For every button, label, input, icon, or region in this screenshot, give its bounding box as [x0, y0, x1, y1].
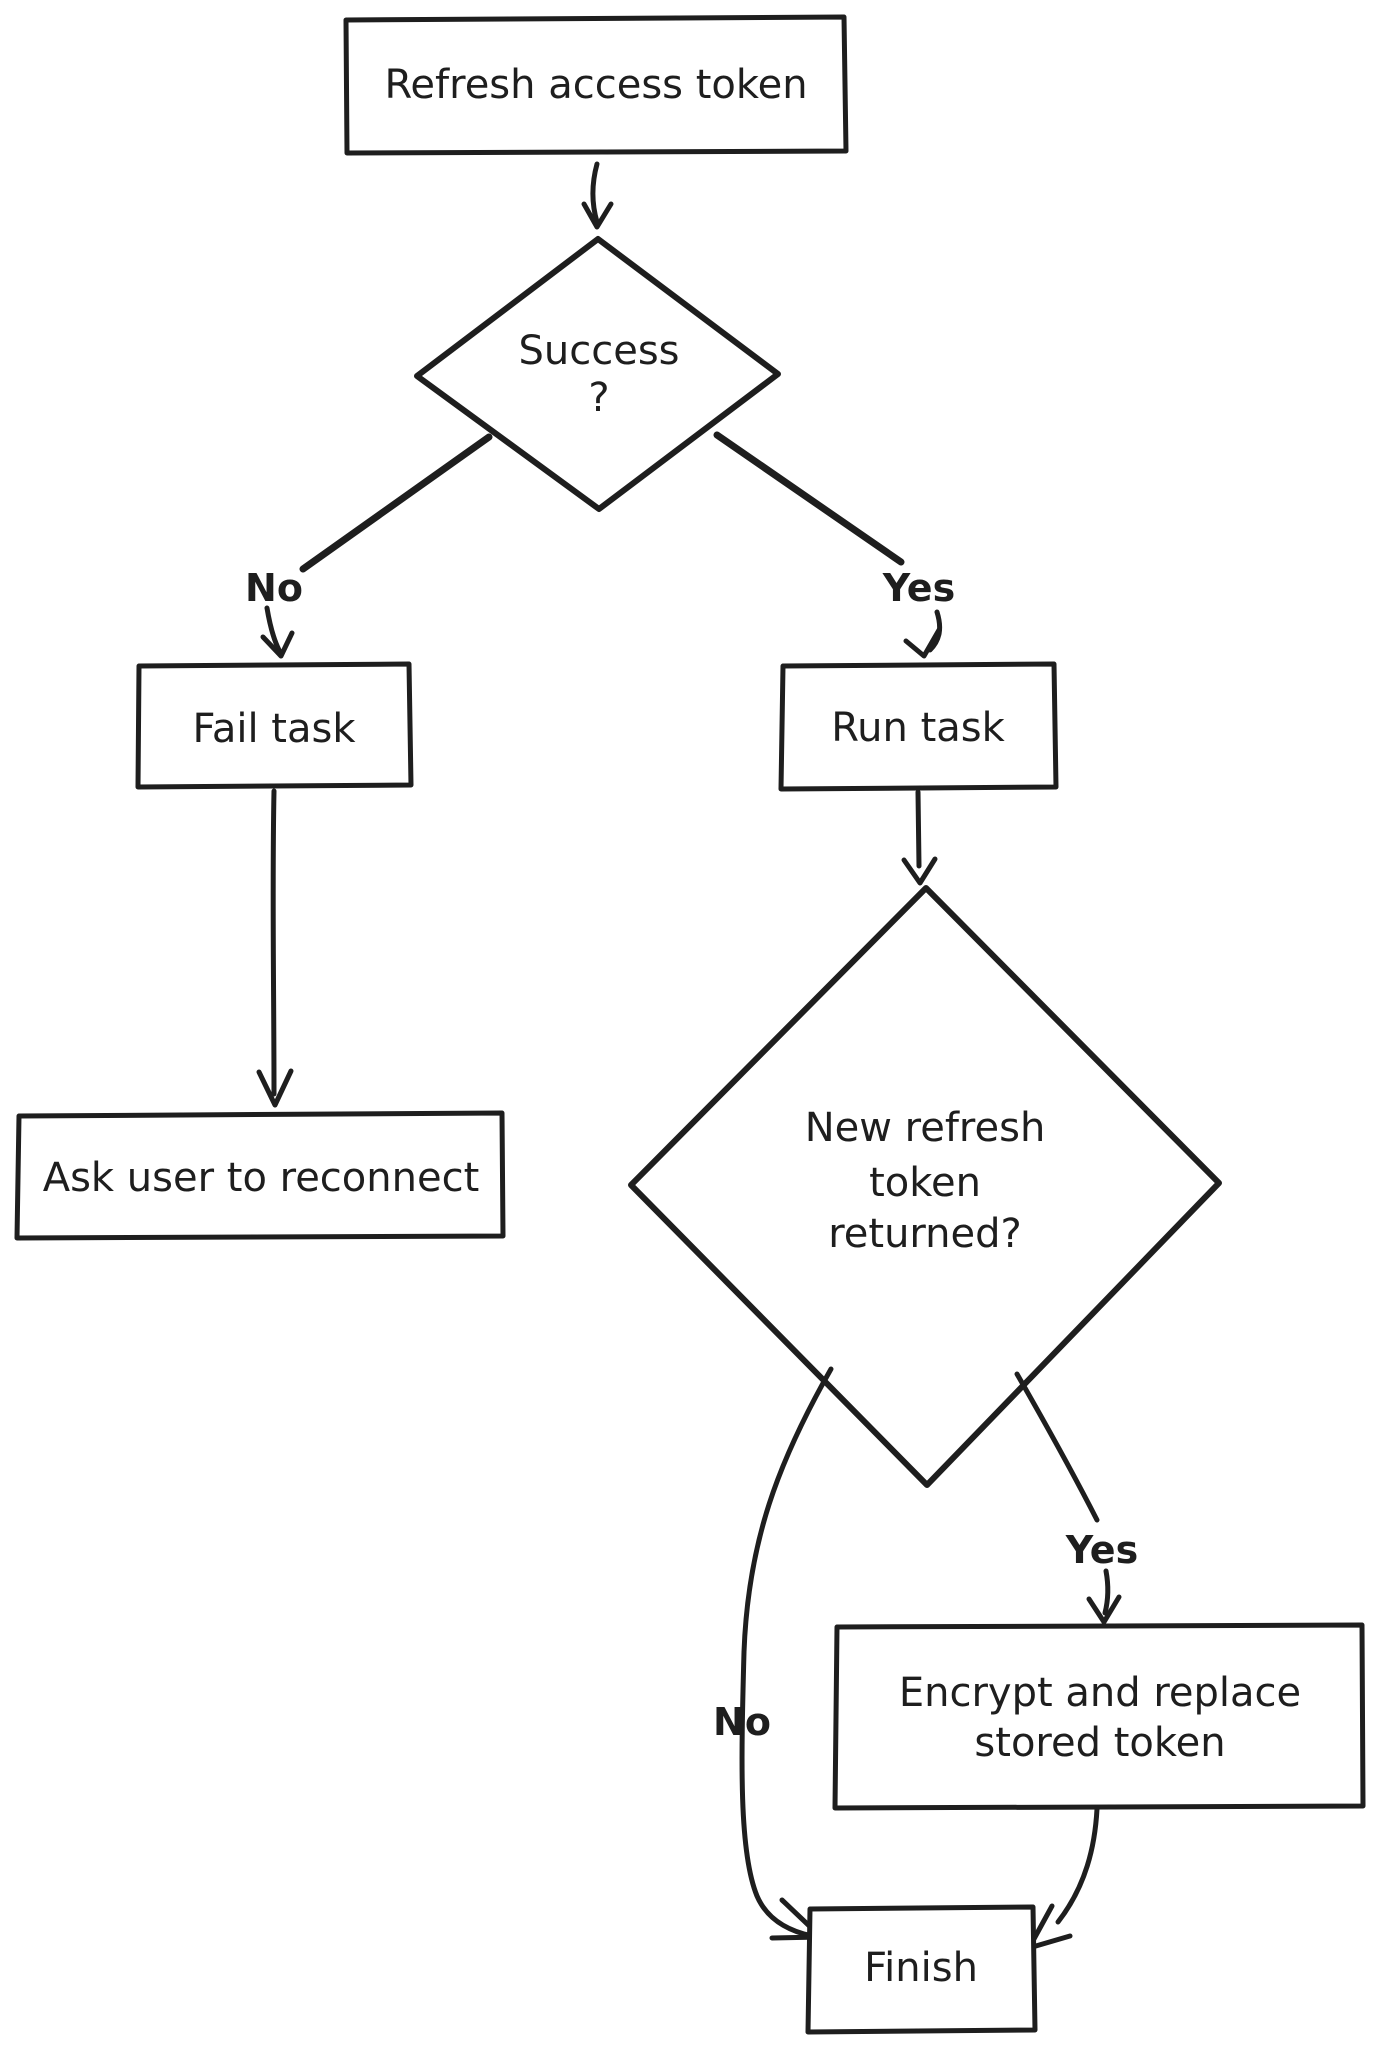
node-finish: Finish	[805, 1904, 1038, 2035]
edge-line	[739, 1366, 834, 1939]
node-success-label-line1: Success	[518, 328, 679, 374]
edge-label-yes-1: Yes	[882, 566, 955, 610]
node-refresh-token: Refresh access token	[343, 14, 849, 156]
node-new-token-diamond	[628, 885, 1222, 1488]
node-fail-task-box	[135, 661, 414, 790]
node-run-task: Run task	[778, 661, 1059, 792]
node-new-token-label-line3: returned?	[828, 1211, 1022, 1257]
node-ask-user-reconnect: Ask user to reconnect	[14, 1110, 506, 1241]
node-run-task-label: Run task	[831, 705, 1005, 751]
node-finish-label: Finish	[864, 1945, 978, 1991]
node-success-label-line2: ?	[588, 375, 609, 421]
node-new-token-label-line1: New refresh	[805, 1105, 1046, 1151]
node-refresh-token-label: Refresh access token	[384, 62, 807, 108]
edge-line	[299, 433, 493, 573]
edge-label-yes-2: Yes	[1065, 1528, 1138, 1572]
node-success-diamond	[414, 236, 781, 512]
edge-fail-to-reconnect	[256, 788, 294, 1108]
arrowhead-icon	[1086, 1594, 1122, 1625]
edge-run-to-new-token	[901, 789, 938, 886]
node-fail-task: Fail task	[135, 661, 414, 790]
edge-line	[915, 789, 922, 869]
node-fail-task-label: Fail task	[193, 706, 357, 752]
node-encrypt-token-label-line1: Encrypt and replace	[899, 1670, 1301, 1716]
node-encrypt-token-label-line2: stored token	[974, 1720, 1225, 1766]
node-new-token-decision: New refresh token returned?	[628, 885, 1222, 1488]
edge-line	[270, 788, 277, 1097]
node-finish-box	[805, 1904, 1038, 2035]
node-ask-user-reconnect-label: Ask user to reconnect	[43, 1155, 480, 1201]
arrowhead-icon	[901, 856, 938, 886]
edge-success-to-run: Yes	[713, 431, 955, 659]
edge-new-token-to-finish: No	[713, 1366, 834, 1941]
edge-label-no-1: No	[245, 566, 303, 610]
node-refresh-token-box	[343, 14, 849, 156]
edge-encrypt-to-finish	[1026, 1806, 1100, 1951]
arrowhead-icon	[256, 1068, 294, 1108]
edge-label-no-2: No	[713, 1700, 771, 1744]
edge-line-tail	[1102, 1568, 1111, 1616]
edge-line	[1055, 1806, 1100, 1925]
node-new-token-label-line2: token	[869, 1160, 981, 1206]
edge-line	[713, 431, 905, 566]
edge-success-to-fail: No	[245, 433, 493, 659]
node-encrypt-token: Encrypt and replace stored token	[832, 1622, 1366, 1811]
node-success-decision: Success ?	[414, 236, 781, 512]
edge-line-tail	[264, 605, 282, 653]
edge-new-token-to-encrypt: Yes	[1014, 1371, 1138, 1625]
node-run-task-box	[778, 661, 1059, 792]
arrowhead-icon	[903, 627, 942, 659]
edge-line	[1014, 1371, 1100, 1523]
arrowhead-icon	[260, 630, 295, 659]
edge-refresh-to-success	[581, 161, 614, 230]
arrowhead-icon	[581, 201, 614, 230]
edge-line	[590, 161, 600, 225]
node-ask-user-reconnect-box	[14, 1110, 506, 1241]
node-encrypt-token-box	[832, 1622, 1366, 1811]
